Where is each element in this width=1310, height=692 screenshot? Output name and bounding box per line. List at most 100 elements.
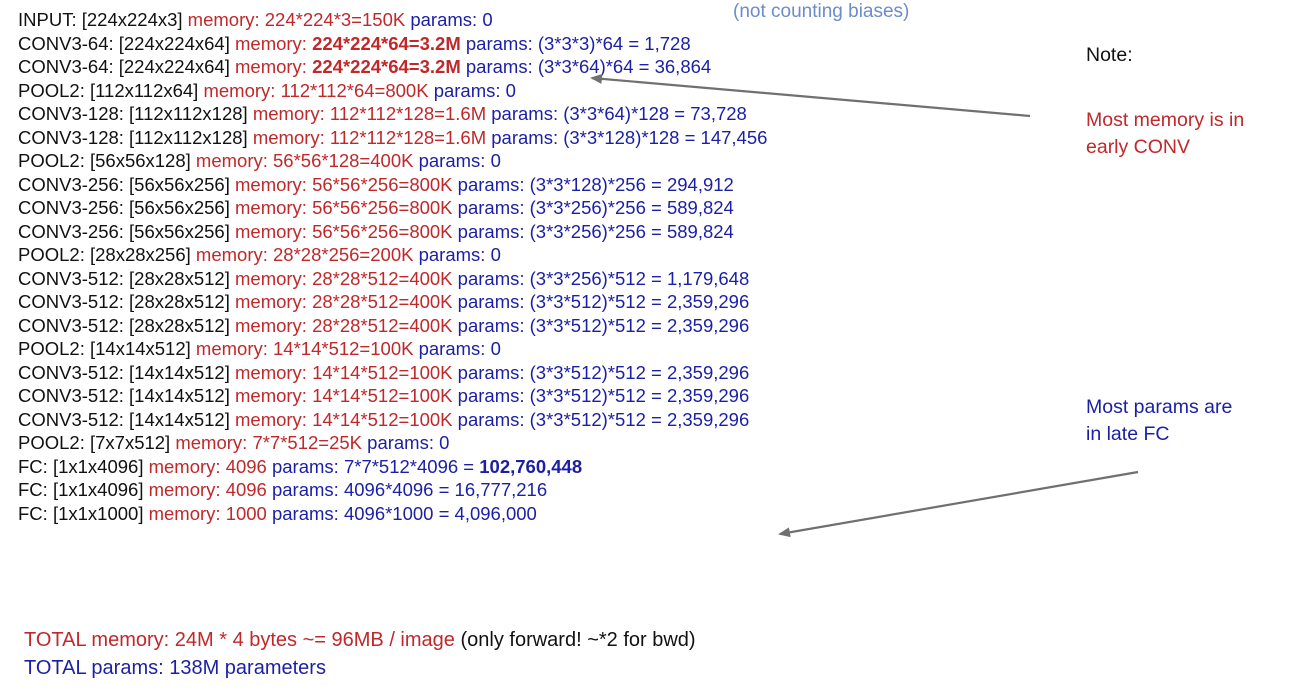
params-value: (3*3*128)*128 = 147,456 [563,126,768,148]
params-value: (3*3*256)*512 = 1,179,648 [529,267,750,289]
memory-value: 28*28*512=400K [312,291,453,312]
layer-row: POOL2: [112x112x64] memory: 112*112*64=8… [18,79,1028,103]
params-value: 0 [439,432,450,453]
layer-label: CONV3-512: [14x14x512] [18,408,230,430]
params-label: params: [367,432,434,453]
params-value: (3*3*128)*256 = 294,912 [529,173,734,195]
layer-label: POOL2: [14x14x512] [18,338,191,359]
layer-table: INPUT: [224x224x3] memory: 224*224*3=150… [18,8,1028,525]
params-value: (3*3*64)*128 = 73,728 [563,103,747,124]
layer-label: CONV3-64: [224x224x64] [18,32,230,54]
params-value: 0 [505,79,516,101]
memory-label: memory: [235,32,307,54]
memory-label: memory: [195,150,268,171]
side-params-note: Most params are in late FC [1086,394,1232,448]
layer-row: CONV3-512: [28x28x512] memory: 28*28*512… [18,267,1028,291]
params-label: params: [457,385,525,406]
memory-value: 56*56*256=800K [312,173,453,195]
params-label: params: [457,361,525,383]
not-counting-biases-note: (not counting biases) [733,1,910,22]
params-label: params: [271,455,339,477]
layer-row: FC: [1x1x4096] memory: 4096 params: 7*7*… [18,455,1028,479]
params-label: params: [457,408,525,430]
layer-row: CONV3-256: [56x56x256] memory: 56*56*256… [18,196,1028,220]
memory-value: 224*224*64=3.2M [312,56,461,77]
memory-label: memory: [187,9,260,30]
layer-label: CONV3-512: [28x28x512] [18,291,230,312]
side-memory-note-line-1: Most memory is in [1086,109,1245,131]
memory-value: 14*14*512=100K [312,385,453,406]
params-value: (3*3*64)*64 = 36,864 [537,56,712,77]
layer-row: POOL2: [28x28x256] memory: 28*28*256=200… [18,243,1028,267]
params-label: params: [271,479,339,500]
layer-row: POOL2: [7x7x512] memory: 7*7*512=25K par… [18,431,1028,455]
params-value: (3*3*3)*64 = 1,728 [537,32,691,54]
memory-label: memory: [235,197,307,218]
layer-label: CONV3-512: [28x28x512] [18,267,230,289]
params-label: params: [465,56,533,77]
memory-label: memory: [235,220,307,242]
params-value: 0 [490,338,501,359]
memory-value: 224*224*64=3.2M [312,32,461,54]
side-note-label: Note: [1086,44,1133,66]
layer-label: CONV3-256: [56x56x256] [18,220,230,242]
side-memory-note: Most memory is in early CONV [1086,107,1244,161]
layer-row: CONV3-512: [14x14x512] memory: 14*14*512… [18,384,1028,408]
memory-label: memory: [148,502,221,524]
memory-value: 224*224*3=150K [264,9,406,30]
params-value: 0 [482,9,493,30]
params-label: params: [418,150,486,171]
memory-label: memory: [252,126,325,148]
memory-label: memory: [148,479,221,500]
side-params-note-line-1: Most params are [1086,396,1233,418]
params-value: (3*3*256)*256 = 589,824 [529,197,734,218]
memory-value: 4096 [225,455,267,477]
memory-value: 112*112*128=1.6M [329,126,487,148]
memory-label: memory: [175,432,248,453]
params-label: params: [457,267,525,289]
memory-label: memory: [235,314,307,336]
memory-label: memory: [252,103,325,124]
total-params: TOTAL params: 138M parameters [24,657,326,679]
params-label: params: [457,173,525,195]
memory-value: 1000 [225,502,267,524]
layer-row: CONV3-512: [14x14x512] memory: 14*14*512… [18,361,1028,385]
layer-label: CONV3-256: [56x56x256] [18,173,230,195]
params-value: 0 [490,244,501,265]
memory-value: 14*14*512=100K [273,338,414,359]
layer-row: INPUT: [224x224x3] memory: 224*224*3=150… [18,8,1028,32]
memory-label: memory: [235,408,307,430]
params-value: (3*3*512)*512 = 2,359,296 [529,291,750,312]
total-memory: TOTAL memory: 24M * 4 bytes ~= 96MB / im… [24,629,455,651]
params-label: params: [457,197,525,218]
layer-row: POOL2: [14x14x512] memory: 14*14*512=100… [18,337,1028,361]
layer-row: CONV3-64: [224x224x64] memory: 224*224*6… [18,55,1028,79]
layer-row: CONV3-512: [28x28x512] memory: 28*28*512… [18,290,1028,314]
params-value-bold: 102,760,448 [479,455,583,477]
params-value: (3*3*512)*512 = 2,359,296 [529,361,750,383]
params-value: 4096*4096 = 16,777,216 [343,479,548,500]
side-params-note-line-2: in late FC [1086,423,1170,445]
layer-label: CONV3-512: [28x28x512] [18,314,230,336]
params-value: 7*7*512*4096 = [343,455,475,477]
layer-label: CONV3-256: [56x56x256] [18,197,230,218]
layer-row: FC: [1x1x1000] memory: 1000 params: 4096… [18,502,1028,526]
memory-value: 56*56*256=800K [312,220,453,242]
memory-value: 7*7*512=25K [252,432,363,453]
memory-label: memory: [195,338,268,359]
layer-row: CONV3-512: [14x14x512] memory: 14*14*512… [18,408,1028,432]
memory-label: memory: [235,385,307,406]
layer-label: POOL2: [28x28x256] [18,244,191,265]
params-label: params: [457,220,525,242]
totals-block: TOTAL memory: 24M * 4 bytes ~= 96MB / im… [24,626,696,682]
layer-row: CONV3-512: [28x28x512] memory: 28*28*512… [18,314,1028,338]
memory-value: 56*56*256=800K [312,197,453,218]
layer-label: CONV3-128: [112x112x128] [18,126,248,148]
params-value: 0 [490,150,501,171]
memory-value: 14*14*512=100K [312,408,453,430]
layer-row: CONV3-128: [112x112x128] memory: 112*112… [18,126,1028,150]
params-value: (3*3*256)*256 = 589,824 [529,220,734,242]
params-label: params: [457,291,525,312]
memory-value: 112*112*64=800K [280,79,429,101]
params-label: params: [491,126,559,148]
